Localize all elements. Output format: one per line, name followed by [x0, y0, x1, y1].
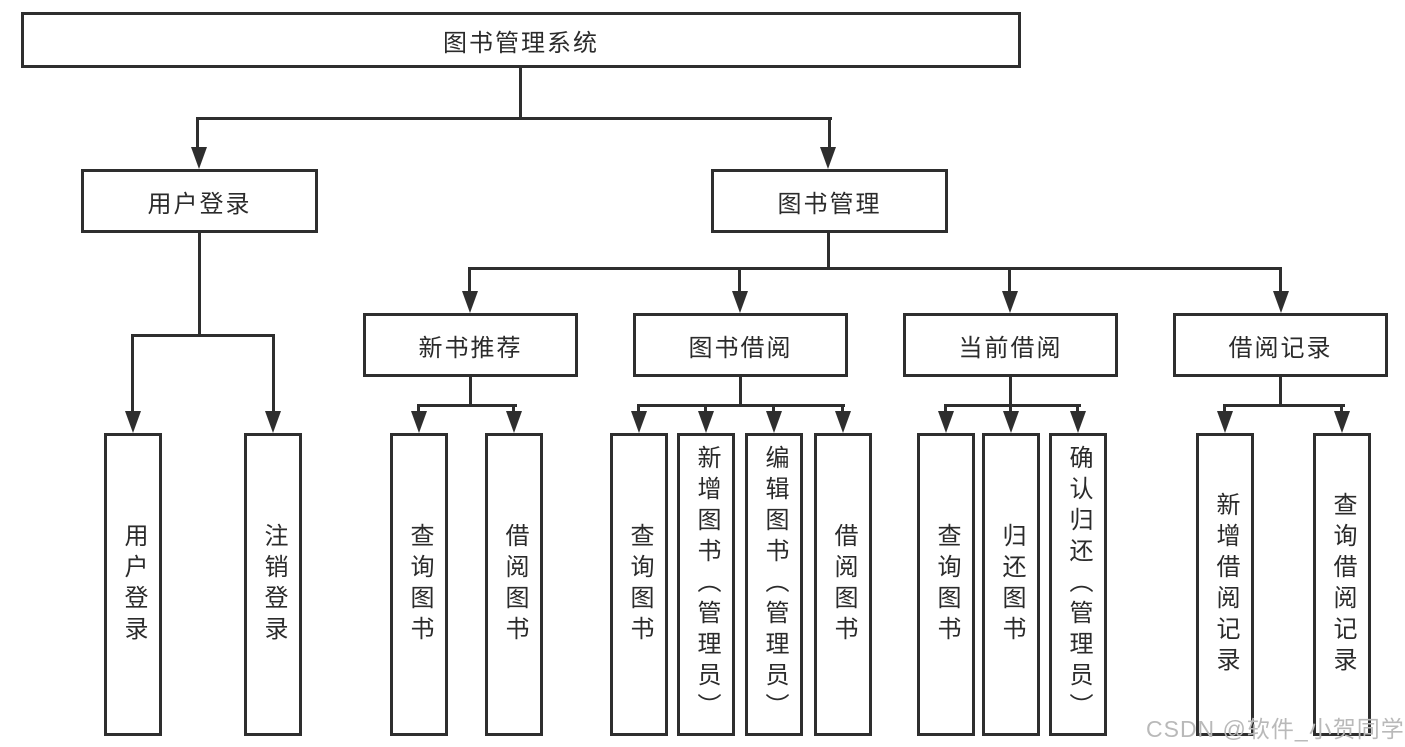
- connector-line: [637, 404, 640, 414]
- connector-line: [1340, 404, 1343, 414]
- arrow-down-icon: [835, 411, 851, 433]
- leaf-borrow-books-1-label: 借阅图书: [501, 522, 528, 647]
- connector-line: [1279, 377, 1282, 407]
- leaf-query-books-2: 查询图书: [610, 433, 668, 736]
- connector-line: [272, 334, 275, 414]
- leaf-query-borrow-record: 查询借阅记录: [1313, 433, 1371, 736]
- connector-line: [738, 267, 741, 294]
- connector-line: [841, 404, 844, 414]
- connector-line: [198, 233, 201, 337]
- leaf-query-books-3-label: 查询图书: [933, 522, 960, 647]
- connector-line: [468, 267, 471, 294]
- connector-line: [637, 404, 845, 407]
- arrow-down-icon: [1070, 411, 1086, 433]
- leaf-return-books: 归还图书: [982, 433, 1040, 736]
- arrow-down-icon: [462, 291, 478, 313]
- connector-line: [1279, 267, 1282, 294]
- leaf-logout-label: 注销登录: [260, 522, 287, 647]
- leaf-confirm-return-admin: 确认归还（管理员）: [1049, 433, 1107, 736]
- connector-line: [417, 404, 517, 407]
- node-new-book-recommendation-label: 新书推荐: [418, 334, 523, 362]
- node-library-management-system-label: 图书管理系统: [443, 29, 599, 57]
- connector-line: [704, 404, 707, 414]
- connector-line: [1008, 267, 1011, 294]
- node-library-management-system: 图书管理系统: [21, 12, 1021, 68]
- node-book-borrowing-label: 图书借阅: [688, 334, 793, 362]
- connector-line: [131, 334, 275, 337]
- arrow-down-icon: [411, 411, 427, 433]
- leaf-confirm-return-admin-label: 确认归还（管理员）: [1065, 445, 1092, 724]
- leaf-add-borrow-record: 新增借阅记录: [1196, 433, 1254, 736]
- leaf-borrow-books-2-label: 借阅图书: [830, 522, 857, 647]
- node-user-login: 用户登录: [81, 169, 318, 233]
- leaf-add-borrow-record-label: 新增借阅记录: [1212, 491, 1239, 678]
- leaf-query-books-1-label: 查询图书: [406, 522, 433, 647]
- leaf-edit-books-admin-label: 编辑图书（管理员）: [761, 445, 788, 724]
- leaf-add-books-admin: 新增图书（管理员）: [677, 433, 735, 736]
- connector-line: [1076, 404, 1079, 414]
- leaf-add-books-admin-label: 新增图书（管理员）: [693, 445, 720, 724]
- arrow-down-icon: [631, 411, 647, 433]
- connector-line: [828, 117, 831, 151]
- arrow-down-icon: [938, 411, 954, 433]
- node-new-book-recommendation: 新书推荐: [363, 313, 578, 377]
- arrow-down-icon: [820, 147, 836, 169]
- leaf-return-books-label: 归还图书: [998, 522, 1025, 647]
- arrow-down-icon: [1273, 291, 1289, 313]
- leaf-query-books-1: 查询图书: [390, 433, 448, 736]
- arrow-down-icon: [191, 147, 207, 169]
- arrow-down-icon: [1334, 411, 1350, 433]
- connector-line: [196, 117, 832, 120]
- leaf-edit-books-admin: 编辑图书（管理员）: [745, 433, 803, 736]
- leaf-user-login: 用户登录: [104, 433, 162, 736]
- connector-line: [417, 404, 420, 414]
- connector-line: [827, 233, 830, 270]
- connector-line: [772, 404, 775, 414]
- leaf-logout: 注销登录: [244, 433, 302, 736]
- connector-line: [944, 404, 1081, 407]
- leaf-query-borrow-record-label: 查询借阅记录: [1329, 491, 1356, 678]
- connector-line: [1223, 404, 1345, 407]
- arrow-down-icon: [766, 411, 782, 433]
- node-book-management-label: 图书管理: [777, 190, 882, 218]
- node-current-borrowing: 当前借阅: [903, 313, 1118, 377]
- connector-line: [739, 377, 742, 407]
- connector-line: [196, 117, 199, 151]
- arrow-down-icon: [698, 411, 714, 433]
- leaf-borrow-books-1: 借阅图书: [485, 433, 543, 736]
- connector-line: [1223, 404, 1226, 414]
- arrow-down-icon: [1002, 291, 1018, 313]
- leaf-query-books-3: 查询图书: [917, 433, 975, 736]
- leaf-query-books-2-label: 查询图书: [626, 522, 653, 647]
- arrow-down-icon: [1003, 411, 1019, 433]
- connector-line: [1009, 377, 1012, 407]
- connector-line: [468, 267, 1282, 270]
- node-current-borrowing-label: 当前借阅: [958, 334, 1063, 362]
- connector-line: [469, 377, 472, 407]
- node-borrowing-records: 借阅记录: [1173, 313, 1388, 377]
- node-borrowing-records-label: 借阅记录: [1228, 334, 1333, 362]
- connector-line: [519, 68, 522, 120]
- leaf-borrow-books-2: 借阅图书: [814, 433, 872, 736]
- arrow-down-icon: [1217, 411, 1233, 433]
- connector-line: [131, 334, 134, 414]
- arrow-down-icon: [506, 411, 522, 433]
- arrow-down-icon: [265, 411, 281, 433]
- node-user-login-label: 用户登录: [147, 190, 252, 218]
- connector-line: [512, 404, 515, 414]
- node-book-borrowing: 图书借阅: [633, 313, 848, 377]
- arrow-down-icon: [732, 291, 748, 313]
- leaf-user-login-label: 用户登录: [120, 522, 147, 647]
- csdn-watermark: CSDN @软件_小贺同学: [1146, 716, 1405, 742]
- node-book-management: 图书管理: [711, 169, 948, 233]
- connector-line: [944, 404, 947, 414]
- arrow-down-icon: [125, 411, 141, 433]
- connector-line: [1009, 404, 1012, 414]
